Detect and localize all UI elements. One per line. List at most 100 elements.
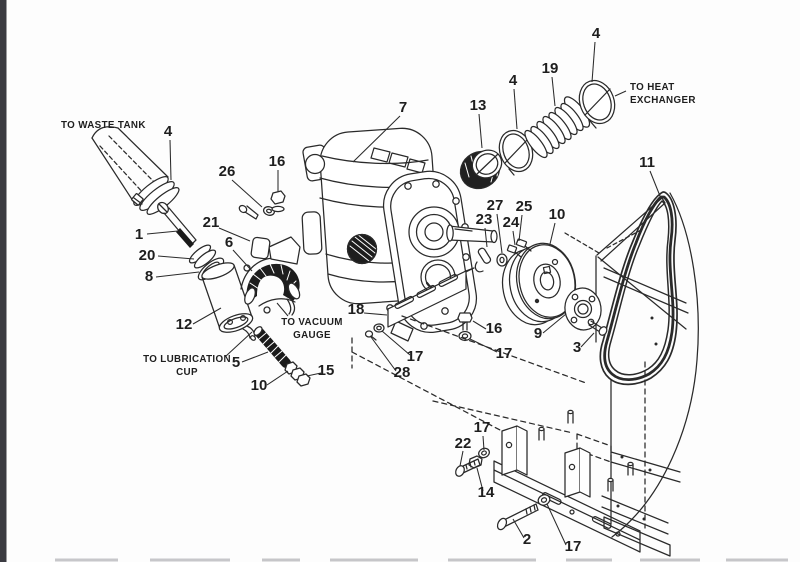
washer-17-bracket: [478, 447, 490, 459]
callout-2-leader: [512, 518, 525, 539]
label-to-heat-exchanger-leader: [614, 90, 627, 97]
callout-7-leader: [352, 115, 401, 163]
callout-17-rail-washer-leader: [546, 503, 567, 546]
callout-10-pulley-leader: [549, 222, 556, 245]
nut-16: [270, 190, 286, 213]
label-to-vacuum-gauge-line-2: GAUGE: [293, 330, 331, 341]
page-left-border: [0, 0, 7, 562]
callout-20-leader: [157, 255, 195, 260]
callout-13-leader: [478, 113, 483, 149]
callout-15: 15: [318, 362, 335, 379]
blower-side-port: [346, 233, 378, 265]
callout-4-exchanger-clamp: 4: [592, 25, 601, 42]
callout-7: 7: [399, 99, 407, 116]
drive-belt: [599, 191, 678, 386]
washers-20: [188, 244, 217, 269]
page-bottom-artifact: [55, 558, 788, 562]
callout-4-cuff-clamp-leader: [513, 88, 518, 130]
mounting-bracket-a: [501, 425, 528, 476]
callout-23-leader: [484, 227, 488, 248]
label-to-heat-exchanger-line-2: EXCHANGER: [630, 95, 696, 106]
callout-4-cuff-clamp: 4: [509, 72, 518, 89]
hub-9: [564, 287, 602, 331]
hose-clamp-6: [240, 257, 301, 316]
callout-23: 23: [476, 211, 493, 228]
label-to-vacuum-gauge-leader: [276, 302, 289, 317]
callout-24-leader: [512, 230, 516, 246]
alignment-dashes: [351, 315, 612, 463]
hose-clamp-4a: [131, 176, 180, 215]
callout-13: 13: [470, 97, 487, 114]
callout-2: 2: [523, 531, 531, 548]
hose-clamp-4b: [498, 129, 534, 176]
callout-8-leader: [155, 271, 200, 278]
callout-19-leader: [551, 76, 556, 107]
intake-cuff-13: [459, 149, 503, 190]
callout-5: 5: [232, 354, 240, 371]
callout-19: 19: [542, 60, 559, 77]
callout-27: 27: [487, 197, 504, 214]
callout-18: 18: [348, 301, 365, 318]
callout-9-leader: [542, 313, 567, 334]
callout-24: 24: [503, 214, 520, 231]
label-to-lubrication-cup-line-2: CUP: [176, 367, 198, 378]
callout-10-fitting: 10: [251, 377, 268, 394]
bolt-26: [238, 204, 259, 220]
hose-clamp-4c: [578, 79, 616, 129]
callout-5-leader: [241, 351, 269, 363]
vacuum-gauge-tube: [286, 298, 296, 316]
bolt-28: [364, 330, 377, 341]
callout-17-bracket-washer: 17: [474, 419, 491, 436]
callout-11: 11: [639, 154, 655, 171]
pulley-10: [501, 242, 577, 326]
blower-base-18: [387, 267, 475, 328]
label-to-lubrication-cup-leader: [225, 331, 253, 357]
callout-4-waste-tank-clamp-leader: [169, 139, 172, 181]
callout-20: 20: [139, 247, 156, 264]
washer-17-left: [373, 323, 385, 333]
key-23: [474, 247, 492, 273]
callout-1-leader: [146, 230, 179, 235]
callout-17-base-washer-leader: [469, 338, 498, 353]
callout-10-pulley: 10: [549, 206, 566, 223]
callout-12-leader: [192, 307, 222, 325]
bracket-21: [250, 236, 301, 265]
leader-lines: [146, 41, 661, 546]
callout-25-leader: [518, 214, 523, 242]
callout-4-waste-tank-clamp: 4: [164, 123, 173, 140]
mounting-bracket-b: [564, 447, 591, 498]
callout-3: 3: [573, 339, 581, 356]
bolt-2: [496, 503, 539, 531]
callout-15-leader: [306, 372, 322, 377]
rail-pegs: [538, 409, 574, 441]
muffler-12: [201, 262, 256, 341]
callout-21-leader: [218, 227, 251, 242]
callout-16-base-bolt: 16: [486, 320, 503, 337]
frame-pegs: [607, 461, 634, 492]
callout-26-leader: [231, 179, 263, 208]
spring-hose-5: [253, 326, 291, 368]
label-to-lubrication-cup-line-1: TO LUBRICATION: [143, 354, 231, 365]
heat-exchanger-hose-19: [524, 96, 591, 159]
callout-8: 8: [145, 268, 153, 285]
callout-14: 14: [478, 484, 495, 501]
callout-3-leader: [580, 332, 595, 348]
callout-27-leader: [496, 213, 503, 254]
waste-tank-hose: [91, 126, 180, 215]
callout-6: 6: [225, 234, 233, 251]
callout-28-leader: [370, 336, 397, 372]
callout-16-base-bolt-leader: [472, 320, 487, 330]
callout-6-leader: [232, 249, 253, 272]
bolt-1: [157, 201, 197, 248]
callout-17-washer-left: 17: [407, 348, 424, 365]
bolt-3: [588, 320, 608, 336]
callout-22-leader: [459, 450, 464, 467]
callout-11-leader: [649, 170, 661, 197]
nuts-15: [290, 367, 311, 387]
callout-18-leader: [363, 312, 388, 316]
callout-21: 21: [203, 214, 220, 231]
callout-26: 26: [219, 163, 236, 180]
